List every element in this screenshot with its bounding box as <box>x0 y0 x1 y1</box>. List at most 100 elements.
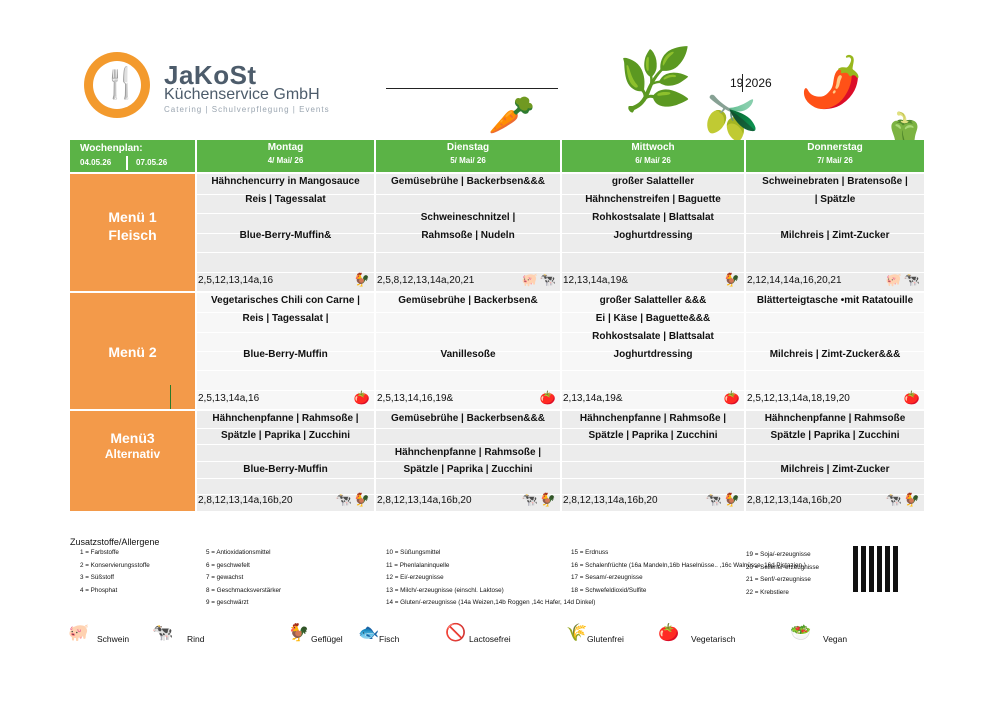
dish-line: großer Salatteller &&& <box>599 295 707 306</box>
cell-guide-line <box>376 494 560 495</box>
cell-guide-line <box>746 390 924 391</box>
cell-guide-line <box>376 272 560 273</box>
legend-label: Schwein <box>97 634 130 644</box>
dish-line: Reis | Tagessalat | <box>242 313 329 324</box>
menu-label-2: Menü 2 <box>70 293 195 409</box>
dish-line: Vegetarisches Chili con Carne | <box>211 295 360 306</box>
cell-guide-line <box>562 233 744 234</box>
legend-label: Vegetarisch <box>691 634 736 644</box>
cell-guide-line <box>746 351 924 352</box>
allergen-codes: 2,8,12,13,14a,16b,20 <box>198 495 293 506</box>
dish-line: Hähnchenpfanne | Rahmsoße <box>764 413 906 424</box>
company-name: JaKoSt <box>164 60 257 90</box>
poultry-icon: 🐓 <box>723 492 740 507</box>
beef-icon: 🐄 <box>539 272 556 287</box>
menu-label-line1: Menü 1 <box>108 209 157 225</box>
day-date: 5/ Mai/ 26 <box>450 156 486 165</box>
cell-guide-line <box>376 428 560 429</box>
cell-guide-line <box>197 351 374 352</box>
dish-line: Spätzle | Paprika | Zucchini <box>588 430 718 441</box>
dish-line: Gemüsebrühe | Backerbsen& <box>398 295 538 306</box>
carrot-icon: 🥕 <box>488 95 536 137</box>
additive-entry: 3 = Süßstoff <box>80 574 115 581</box>
beef-icon: 🐄 <box>705 492 722 507</box>
allergen-codes: 2,12,14,14a,16,20,21 <box>747 275 842 286</box>
dish-line: großer Salatteller <box>611 176 695 187</box>
cell-guide-line <box>197 370 374 371</box>
cell-guide-line <box>562 194 744 195</box>
legend-label: Fisch <box>379 634 400 644</box>
week-separator <box>742 74 743 92</box>
dish-line: Spätzle | Paprika | Zucchini <box>770 430 900 441</box>
legend-label: Rind <box>187 634 205 644</box>
menu2-marker <box>170 385 171 409</box>
menu-cell: Hähnchenpfanne | Rahmsoße | Spätzle | Pap… <box>562 411 744 511</box>
cell-guide-line <box>376 213 560 214</box>
dish-line: Ei | Käse | Baguette&&& <box>595 313 711 324</box>
dish-line: Hähnchenpfanne | Rahmsoße | <box>579 413 727 424</box>
menu-cell: Vegetarisches Chili con Carne | Reis | Ta… <box>197 293 374 409</box>
additive-entry: 10 = Süßungsmittel <box>386 549 441 556</box>
cell-guide-line <box>562 444 744 445</box>
cell-guide-line <box>376 444 560 445</box>
dish-line: Blue-Berry-Muffin <box>243 464 328 475</box>
menu-cell: großer Salatteller &&& Ei | Käse | Baguet… <box>562 293 744 409</box>
dish-line: Rahmsoße | Nudeln <box>421 230 515 241</box>
weekplan-to: 07.05.26 <box>136 158 168 167</box>
allergen-codes: 2,5,13,14a,16 <box>198 393 260 404</box>
additive-entry: 5 = Antioxidationsmittel <box>206 549 271 556</box>
lactose-free-icon: 🚫 <box>445 623 467 642</box>
company-subtitle: Küchenservice GmbH <box>164 86 320 103</box>
cell-guide-line <box>376 478 560 479</box>
vegetarian-icon: 🍅 <box>903 390 920 405</box>
cell-guide-line <box>376 332 560 333</box>
day-name: Donnerstag <box>807 142 863 153</box>
weekplan-divider <box>126 156 128 170</box>
vegetarian-icon: 🍅 <box>539 390 556 405</box>
poultry-icon: 🐓 <box>353 492 370 507</box>
cell-guide-line <box>197 444 374 445</box>
additive-entry: 7 = gewachst <box>206 574 244 581</box>
cell-guide-line <box>376 370 560 371</box>
dish-line: Blue-Berry-Muffin& <box>239 230 332 241</box>
dish-line: Rohkostsalate | Blattsalat <box>592 331 714 342</box>
vegetarian-icon: 🍅 <box>723 390 740 405</box>
cell-guide-line <box>376 390 560 391</box>
additive-entry: 22 = Krebstiere <box>746 588 789 596</box>
cell-guide-line <box>746 444 924 445</box>
cell-guide-line <box>562 370 744 371</box>
cell-guide-line <box>746 252 924 253</box>
legend-label: Glutenfrei <box>587 634 624 644</box>
dish-line: Gemüsebrühe | Backerbsen&&& <box>391 176 545 187</box>
cell-guide-line <box>197 332 374 333</box>
additive-entry: 14 = Gluten/-erzeugnisse (14a Weizen,14b… <box>386 599 596 606</box>
additive-entry: 15 = Erdnuss <box>571 549 609 556</box>
legend-label: Geflügel <box>311 634 343 644</box>
dish-line: Milchreis | Zimt-Zucker <box>780 464 890 475</box>
menu-label-1: Menü 1 Fleisch <box>70 174 195 291</box>
cell-guide-line <box>376 194 560 195</box>
menu-cell: Gemüsebrühe | Backerbsen&&& Schweineschni… <box>376 174 560 291</box>
dish-line: Hähnchencurry in Mangosauce <box>211 176 360 187</box>
week-year: 2026 <box>745 76 772 90</box>
qr-code[interactable] <box>853 546 899 592</box>
additives-title: Zusatzstoffe/Allergene <box>70 537 160 547</box>
cell-guide-line <box>562 351 744 352</box>
menu-label-line1: Menü 2 <box>108 344 157 360</box>
additive-entry: 11 = Phenlalaninquelle <box>386 561 450 569</box>
dish-line: Hähnchenpfanne | Rahmsoße | <box>394 447 542 458</box>
day-name: Mittwoch <box>631 142 675 153</box>
oil-bottle-icon: 🫒 <box>704 94 759 143</box>
allergen-codes: 12,13,14a,19& <box>563 275 629 286</box>
day-header-tuesday: Dienstag 5/ Mai/ 26 <box>376 140 560 172</box>
dish-line: Schweineschnitzel | <box>420 212 516 223</box>
allergen-codes: 2,5,8,12,13,14a,20,21 <box>377 275 475 286</box>
poultry-icon: 🐓 <box>723 272 740 287</box>
cell-guide-line <box>746 370 924 371</box>
allergen-codes: 2,8,12,13,14a,16b,20 <box>563 495 658 506</box>
logo-mark: 🍴 <box>84 52 150 118</box>
dish-line: Milchreis | Zimt-Zucker <box>780 230 890 241</box>
cell-guide-line <box>376 233 560 234</box>
